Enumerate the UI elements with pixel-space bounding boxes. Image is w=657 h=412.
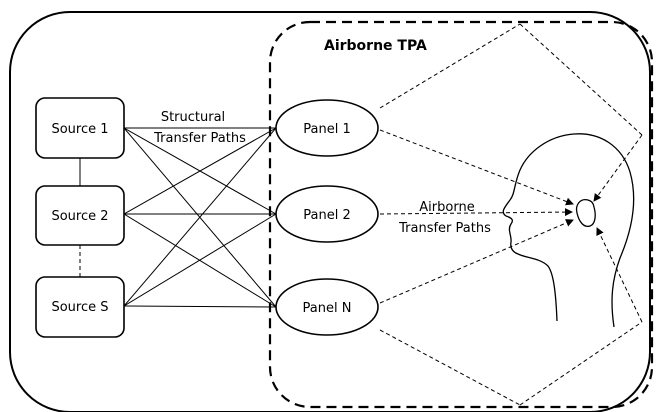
airborne-label-line2: Transfer Paths <box>398 221 491 236</box>
panel-ellipse-1: Panel 1 <box>275 99 379 157</box>
source-box-2: Source 2 <box>35 185 125 246</box>
panel-ellipse-2: Panel 2 <box>275 185 379 243</box>
airborne-label-line1: Airborne <box>419 200 474 215</box>
airborne-transfer-arrows <box>379 129 643 323</box>
panel-1-label: Panel 1 <box>303 122 350 137</box>
path-ss-pn <box>123 305 277 308</box>
structural-label-line1: Structural <box>161 110 225 125</box>
radiation-boundary-lines <box>379 23 643 406</box>
ear-icon <box>575 199 596 228</box>
path-ss-p2 <box>123 213 277 307</box>
source-2-label: Source 2 <box>51 209 108 224</box>
panel-ellipse-n: Panel N <box>275 278 379 336</box>
arrow-panel2-to-ear <box>379 208 573 217</box>
arrow-top-reflection-to-ear <box>593 134 643 202</box>
source-box-1: Source 1 <box>35 97 125 159</box>
arrow-panelN-to-ear <box>379 219 574 304</box>
airborne-tpa-title: Airborne TPA <box>324 38 427 54</box>
structural-label-line2: Transfer Paths <box>153 131 246 146</box>
structural-transfer-paths <box>123 127 277 308</box>
arrow-panel1-to-ear <box>379 129 574 206</box>
source-1-label: Source 1 <box>51 122 108 137</box>
panel-n-label: Panel N <box>303 301 352 316</box>
panel-2-label: Panel 2 <box>303 208 350 223</box>
arrow-bottom-reflection-to-ear <box>596 227 643 323</box>
outer-boundary <box>9 11 651 412</box>
source-box-s: Source S <box>35 276 125 338</box>
source-s-label: Source S <box>51 300 108 315</box>
path-ss-p1 <box>123 127 277 307</box>
human-head-icon <box>502 133 635 328</box>
path-s2-p1 <box>123 127 277 215</box>
